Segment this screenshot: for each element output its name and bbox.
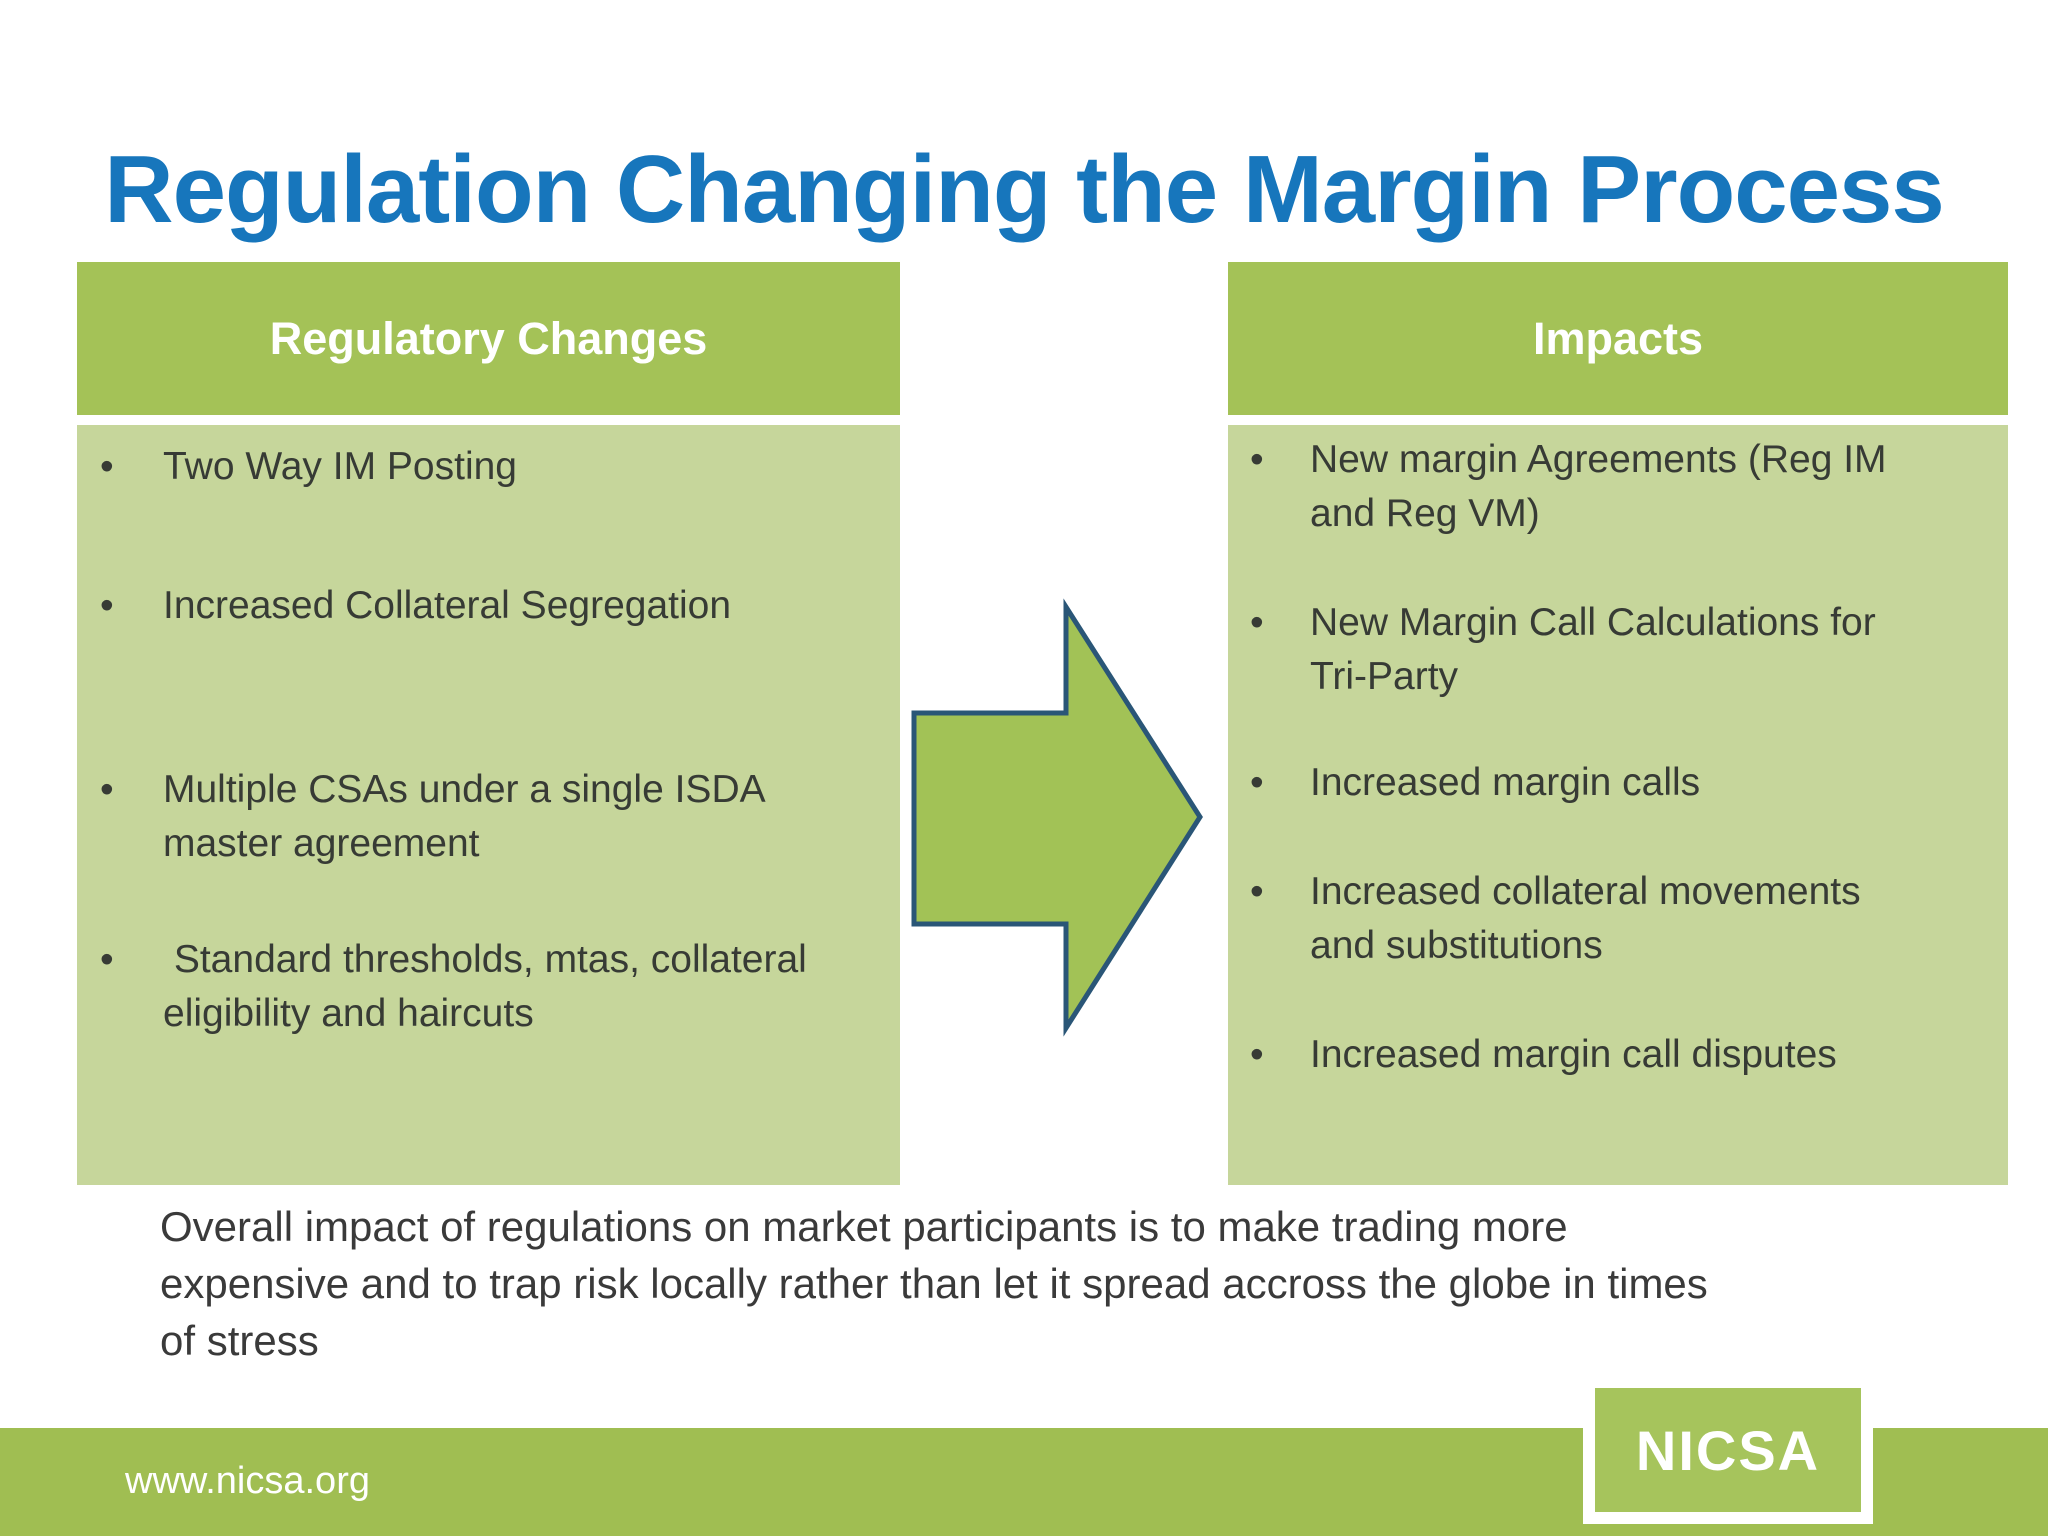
summary-text: Overall impact of regulations on market … — [160, 1203, 1708, 1364]
panel-regulatory-changes: Regulatory Changes • Two Way IM Posting … — [77, 262, 900, 1185]
nicsa-logo: NICSA — [1583, 1376, 1873, 1524]
bullet-text: New margin Agreements (Reg IM and Reg VM… — [1310, 438, 1887, 535]
bullet-marker: • — [100, 584, 114, 627]
list-item: • Increased Collateral Segregation — [77, 579, 900, 633]
list-item: • Increased margin call disputes — [1228, 1028, 2008, 1082]
bullet-text: New Margin Call Calculations for Tri-Par… — [1310, 601, 1876, 698]
bullet-marker: • — [100, 938, 114, 981]
nicsa-logo-text: NICSA — [1595, 1388, 1861, 1512]
bullet-text: Standard thresholds, mtas, collateral el… — [163, 938, 807, 1035]
list-item: • Multiple CSAs under a single ISDA mast… — [77, 763, 900, 871]
panel-header-impacts: Impacts — [1228, 262, 2008, 415]
list-item: • Standard thresholds, mtas, collateral … — [77, 933, 900, 1041]
bullet-marker: • — [100, 768, 114, 811]
list-item: • New margin Agreements (Reg IM and Reg … — [1228, 433, 2008, 541]
bullet-text: Increased margin call disputes — [1310, 1033, 1837, 1076]
bullet-marker: • — [1250, 601, 1264, 644]
slide-title: Regulation Changing the Margin Process — [104, 136, 1945, 244]
bullet-marker: • — [1250, 761, 1264, 804]
list-item: • New Margin Call Calculations for Tri-P… — [1228, 596, 2008, 704]
footer-url: www.nicsa.org — [125, 1460, 370, 1502]
process-arrow-icon — [911, 598, 1203, 1037]
bullet-marker: • — [1250, 870, 1264, 913]
panel-body-regulatory-changes: • Two Way IM Posting • Increased Collate… — [77, 425, 900, 1185]
panel-header-regulatory-changes: Regulatory Changes — [77, 262, 900, 415]
panel-body-impacts: • New margin Agreements (Reg IM and Reg … — [1228, 425, 2008, 1185]
list-item: • Two Way IM Posting — [77, 440, 900, 494]
list-item: • Increased collateral movements and sub… — [1228, 865, 2008, 973]
panel-impacts: Impacts • New margin Agreements (Reg IM … — [1228, 262, 2008, 1185]
list-item: • Increased margin calls — [1228, 756, 2008, 810]
bullet-text: Multiple CSAs under a single ISDA master… — [163, 768, 766, 865]
bullet-text: Increased collateral movements and subst… — [1310, 870, 1861, 967]
bullet-text: Two Way IM Posting — [163, 445, 517, 488]
bullet-marker: • — [1250, 438, 1264, 481]
bullet-text: Increased margin calls — [1310, 761, 1701, 804]
bullet-marker: • — [1250, 1033, 1264, 1076]
bullet-marker: • — [100, 445, 114, 488]
bullet-text: Increased Collateral Segregation — [163, 584, 732, 627]
